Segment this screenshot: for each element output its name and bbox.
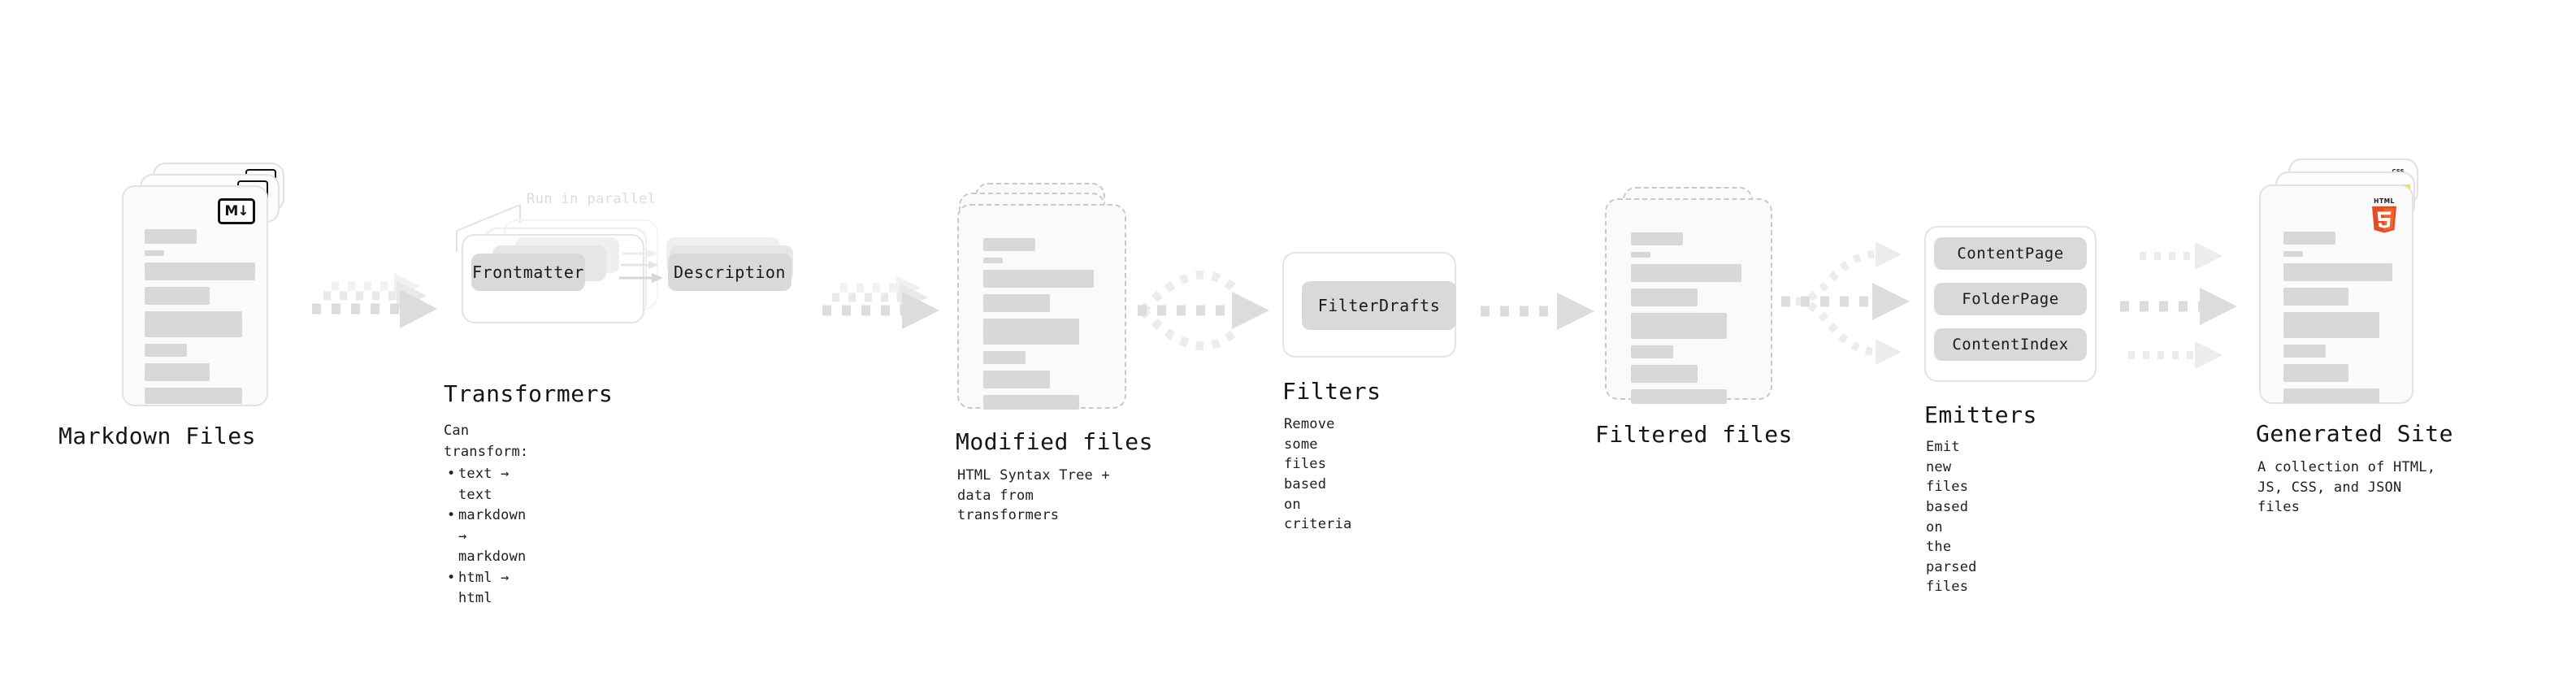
- doc-bar: [145, 363, 210, 381]
- stage-generated-site: CSS HTML: [2256, 158, 2453, 515]
- doc-bar: [1631, 252, 1650, 258]
- stage-title-markdown-files: Markdown Files: [59, 423, 257, 449]
- markdown-badge-front-text: M↓: [224, 202, 249, 219]
- doc-bar: [145, 287, 210, 305]
- stage-filtered-files: Filtered files: [1595, 187, 1793, 448]
- doc-bar: [983, 319, 1079, 345]
- stage-title-transformers: Transformers: [444, 380, 614, 407]
- doc-bars: [2283, 232, 2394, 410]
- doc-bar: [145, 344, 187, 357]
- doc-bars: [145, 229, 255, 410]
- stage-title-modified-files: Modified files: [956, 428, 1154, 455]
- emitters-pill-contentindex-label: ContentIndex: [1952, 336, 2069, 354]
- doc-bar: [2283, 232, 2335, 245]
- transformer-pill-description-label: Description: [674, 262, 786, 282]
- doc-bar: [1631, 365, 1698, 383]
- stage-modified-files: Modified files HTML Syntax Tree + data f…: [956, 183, 1153, 523]
- transformer-pill-frontmatter[interactable]: Frontmatter: [471, 254, 585, 291]
- doc-bar: [145, 229, 197, 244]
- site-file-card-html: HTML: [2259, 184, 2413, 404]
- generated-site-stack: CSS HTML: [2259, 158, 2446, 427]
- doc-bar: [145, 388, 242, 404]
- emitters-pill-folderpage[interactable]: FolderPage: [1934, 283, 2087, 315]
- doc-bar: [2283, 251, 2303, 257]
- markdown-file-stack: M↓ M↓ M↓: [122, 163, 301, 431]
- doc-bar: [1631, 345, 1673, 358]
- transformers-caption: Can transform: text → text markdown → ma…: [444, 421, 528, 609]
- run-in-parallel-bracket: [456, 203, 521, 252]
- transformers-caption-intro: Can transform:: [444, 423, 529, 460]
- doc-bar: [145, 250, 164, 256]
- doc-bar: [983, 371, 1050, 388]
- doc-bar: [1631, 389, 1727, 404]
- modified-file-card-front: [957, 204, 1126, 410]
- emitters-pill-folderpage-label: FolderPage: [1962, 290, 2059, 308]
- doc-bar: [983, 258, 1003, 263]
- doc-bar: [983, 270, 1094, 288]
- filters-pill-filterdrafts[interactable]: FilterDrafts: [1302, 281, 1456, 330]
- doc-bar: [2283, 345, 2326, 358]
- arrow-filters-to-filtered: [1481, 293, 1594, 330]
- doc-bar: [2283, 388, 2379, 403]
- filtered-file-card-front: [1605, 198, 1772, 404]
- transformers-caption-item: html → html: [447, 568, 528, 609]
- doc-bars: [983, 238, 1107, 416]
- doc-bar: [983, 294, 1050, 312]
- html5-icon: HTML: [2372, 197, 2396, 233]
- markdown-file-card-front: M↓: [122, 185, 268, 406]
- arrow-transformers-to-modified: [822, 276, 939, 329]
- arrow-modified-to-filters: [1138, 270, 1269, 351]
- emitters-caption: Emit new files based on the parsed files: [1926, 439, 1977, 596]
- doc-bar: [1631, 232, 1683, 245]
- emitters-pill-contentindex[interactable]: ContentIndex: [1934, 328, 2087, 361]
- markdown-badge-front: M↓: [218, 198, 255, 224]
- doc-bar: [983, 238, 1035, 251]
- transformer-pill-frontmatter-label: Frontmatter: [472, 262, 584, 282]
- doc-bar: [983, 395, 1079, 410]
- stage-markdown-files: M↓ M↓ M↓ Markdown Files: [59, 163, 301, 449]
- generated-site-caption: A collection of HTML, JS, CSS, and JSON …: [2257, 459, 2436, 516]
- doc-bar: [983, 351, 1026, 364]
- doc-bar: [2283, 364, 2348, 382]
- stage-title-emitters: Emitters: [1924, 401, 2037, 428]
- doc-bar: [2283, 263, 2392, 281]
- filters-pill-filterdrafts-label: FilterDrafts: [1317, 296, 1441, 315]
- stage-title-filtered-files: Filtered files: [1595, 421, 1793, 448]
- transformers-caption-item: markdown → markdown: [447, 505, 528, 568]
- arrow-filtered-to-emitters: [1781, 241, 1910, 365]
- doc-bar: [2283, 312, 2379, 338]
- stage-title-filters: Filters: [1282, 378, 1381, 405]
- arrow-emitters-to-site: [2120, 242, 2237, 369]
- modified-files-caption: HTML Syntax Tree + data from transformer…: [957, 467, 1110, 524]
- filters-caption: Remove some files based on criteria: [1284, 416, 1352, 533]
- transformer-pill-description[interactable]: Description: [668, 254, 791, 291]
- doc-bars: [1631, 232, 1753, 410]
- doc-bar: [2283, 288, 2348, 306]
- svg-text:HTML: HTML: [2374, 197, 2395, 205]
- doc-bar: [1631, 313, 1727, 339]
- doc-bar: [145, 311, 242, 337]
- transformers-caption-item: text → text: [447, 464, 528, 505]
- emitters-pill-contentpage-label: ContentPage: [1957, 245, 2064, 262]
- emitters-pill-contentpage[interactable]: ContentPage: [1934, 237, 2087, 270]
- transformer-inner-arrows: [619, 249, 663, 283]
- doc-bar: [1631, 288, 1698, 306]
- transformers-caption-list: text → text markdown → markdown html → h…: [444, 464, 528, 609]
- doc-bar: [145, 262, 255, 280]
- doc-bar: [1631, 264, 1741, 282]
- arrow-markdown-to-transformers: [312, 273, 437, 328]
- filtered-file-stack: [1605, 187, 1776, 431]
- modified-file-stack: [957, 183, 1130, 427]
- run-in-parallel-label: Run in parallel: [527, 191, 657, 207]
- stage-title-generated-site: Generated Site: [2256, 420, 2454, 447]
